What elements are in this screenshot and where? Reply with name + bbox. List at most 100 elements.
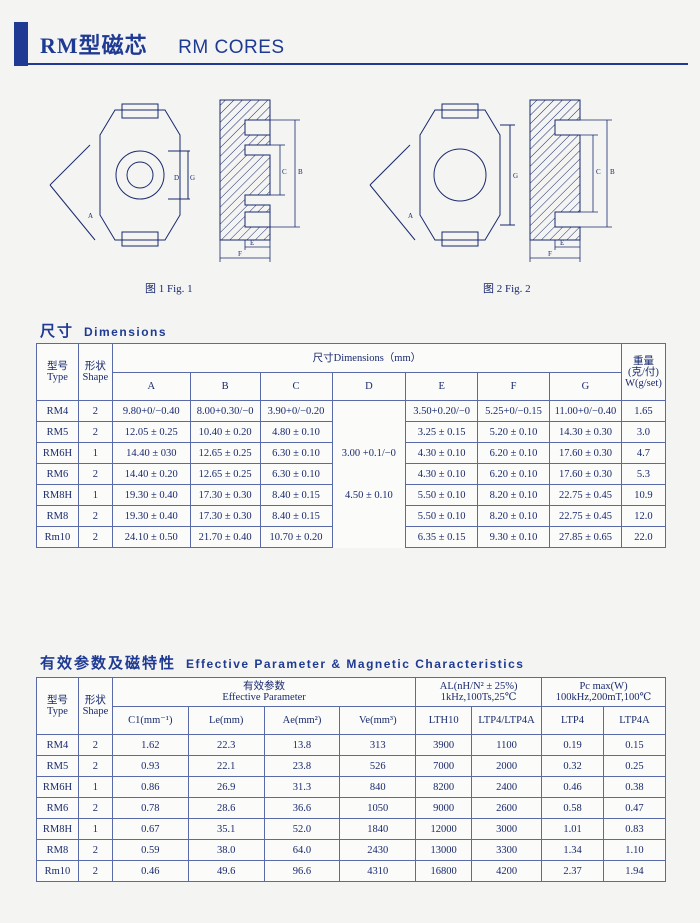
title-cn: RM型磁芯 [40, 33, 148, 58]
dim-cell-d [331, 421, 407, 443]
eff-cell-type: RM8 [36, 839, 79, 861]
dim-cell-d [331, 463, 407, 485]
dim-cell-c: 6.30 ± 0.10 [259, 463, 333, 485]
eff-subcol-2: Ae(mm²) [263, 706, 341, 735]
dim-cell-b: 17.30 ± 0.30 [189, 484, 261, 506]
dim-cell-g: 11.00+0/−0.40 [549, 400, 622, 422]
eff-cell-le: 28.6 [187, 797, 265, 819]
header-accent-bar [14, 22, 28, 66]
eff-cell-ve: 313 [339, 734, 417, 756]
dim-cell-c: 4.80 ± 0.10 [259, 421, 333, 443]
eff-cell-ltp4a_al: 2000 [471, 755, 543, 777]
eff-col-al: AL(nH/N² ± 25%) 1kHz,100Ts,25℃ [415, 677, 543, 707]
dim-cell-b: 8.00+0.30/−0 [189, 400, 261, 422]
eff-cell-ltp4a: 0.15 [602, 734, 667, 756]
dimensions-table: 型号 Type 形状 Shape 尺寸Dimensions（mm） 重量 (克/… [36, 343, 667, 548]
dim-cell-shape: 2 [77, 400, 113, 422]
eff-cell-lth10: 13000 [415, 839, 473, 861]
eff-cell-le: 38.0 [187, 839, 265, 861]
dim-cell-a: 19.30 ± 0.40 [111, 484, 191, 506]
eff-cell-ve: 526 [339, 755, 417, 777]
dim-cell-f: 5.20 ± 0.10 [477, 421, 550, 443]
header-rule [28, 63, 688, 65]
svg-text:C: C [282, 168, 287, 176]
eff-cell-ve: 2430 [339, 839, 417, 861]
eff-cell-ltp4a_al: 4200 [471, 860, 543, 882]
eff-cell-shape: 2 [77, 734, 113, 756]
dim-cell-w: 12.0 [620, 505, 667, 527]
eff-cell-lth10: 3900 [415, 734, 473, 756]
eff-cell-ltp4: 0.19 [541, 734, 604, 756]
svg-text:A: A [88, 212, 93, 220]
dim-cell-type: RM6H [36, 442, 79, 464]
page-title: RM型磁芯 RM CORES [40, 28, 285, 60]
eff-cell-c1: 0.78 [111, 797, 189, 819]
dim-cell-shape: 2 [77, 505, 113, 527]
effective-section-title: 有效参数及磁特性 Effective Parameter & Magnetic … [40, 656, 525, 672]
dim-cell-a: 14.40 ± 0.20 [111, 463, 191, 485]
eff-cell-shape: 2 [77, 755, 113, 777]
dim-cell-f: 6.20 ± 0.10 [477, 463, 550, 485]
dim-cell-type: RM5 [36, 421, 79, 443]
dim-cell-f: 6.20 ± 0.10 [477, 442, 550, 464]
svg-text:B: B [298, 168, 303, 176]
eff-cell-ve: 4310 [339, 860, 417, 882]
dim-cell-c: 6.30 ± 0.10 [259, 442, 333, 464]
eff-subcol-5: LTP4/LTP4A [471, 706, 543, 735]
dim-col-shape: 形状 Shape [77, 343, 113, 401]
eff-cell-le: 22.1 [187, 755, 265, 777]
dim-cell-type: RM6 [36, 463, 79, 485]
svg-text:A: A [408, 212, 413, 220]
eff-cell-ltp4: 0.46 [541, 776, 604, 798]
eff-cell-lth10: 7000 [415, 755, 473, 777]
dim-cell-a: 9.80+0/−0.40 [111, 400, 191, 422]
figure-1-caption: 图 1 Fig. 1 [145, 283, 193, 295]
dim-cell-w: 4.7 [620, 442, 667, 464]
dim-cell-b: 17.30 ± 0.30 [189, 505, 261, 527]
dim-cell-shape: 1 [77, 442, 113, 464]
dim-cell-b: 12.65 ± 0.25 [189, 463, 261, 485]
eff-cell-shape: 1 [77, 776, 113, 798]
eff-cell-ae: 31.3 [263, 776, 341, 798]
eff-cell-type: RM4 [36, 734, 79, 756]
eff-cell-ae: 13.8 [263, 734, 341, 756]
dim-cell-g: 22.75 ± 0.45 [549, 484, 622, 506]
eff-subcol-0: C1(mm⁻¹) [111, 706, 189, 735]
eff-cell-le: 35.1 [187, 818, 265, 840]
dim-col-d: D [331, 372, 407, 401]
eff-cell-type: Rm10 [36, 860, 79, 882]
svg-text:F: F [548, 250, 552, 258]
figure-1-drawing: D G A C B E F [49, 99, 303, 262]
eff-subcol-4: LTH10 [415, 706, 473, 735]
eff-subcol-3: Ve(mm³) [339, 706, 417, 735]
figure-2-drawing: G A C B E F [369, 99, 615, 262]
dim-col-e: E [405, 372, 479, 401]
eff-cell-ltp4a: 0.38 [602, 776, 667, 798]
eff-cell-ltp4a_al: 2400 [471, 776, 543, 798]
eff-cell-ltp4: 0.32 [541, 755, 604, 777]
effective-table: 型号 Type 形状 Shape 有效参数 Effective Paramete… [36, 677, 667, 882]
dimensions-section-title: 尺寸 Dimensions [40, 324, 168, 340]
dim-cell-a: 19.30 ± 0.40 [111, 505, 191, 527]
eff-cell-ltp4: 1.34 [541, 839, 604, 861]
eff-subcol-1: Le(mm) [187, 706, 265, 735]
eff-col-group: 有效参数 Effective Parameter [111, 677, 417, 707]
svg-text:F: F [238, 250, 242, 258]
eff-cell-lth10: 12000 [415, 818, 473, 840]
dim-col-f: F [477, 372, 550, 401]
eff-subcol-6: LTP4 [541, 706, 604, 735]
svg-text:D: D [174, 174, 179, 182]
dim-cell-w: 1.65 [620, 400, 667, 422]
dim-cell-b: 21.70 ± 0.40 [189, 526, 261, 548]
dim-cell-g: 17.60 ± 0.30 [549, 442, 622, 464]
eff-cell-lth10: 8200 [415, 776, 473, 798]
svg-text:E: E [250, 239, 254, 247]
dim-cell-w: 3.0 [620, 421, 667, 443]
eff-cell-ae: 23.8 [263, 755, 341, 777]
dim-cell-a: 14.40 ± 030 [111, 442, 191, 464]
dim-cell-e: 4.30 ± 0.10 [405, 463, 479, 485]
svg-text:G: G [190, 174, 195, 182]
